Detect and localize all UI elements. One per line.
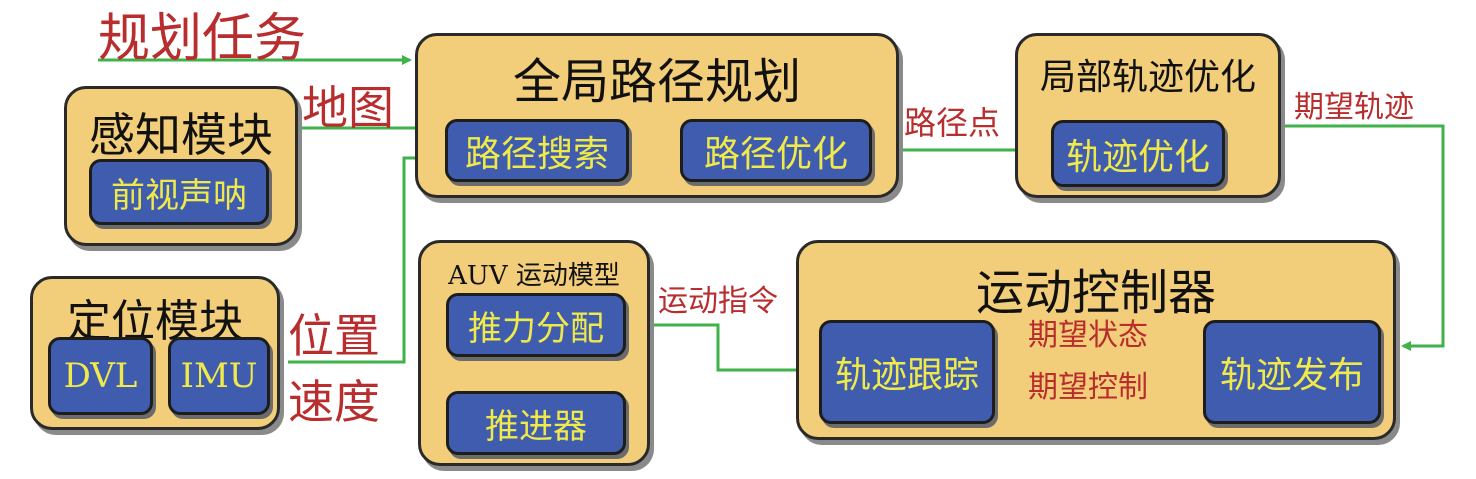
perception-module-box: 感知模块 前视声呐 bbox=[64, 86, 298, 246]
path-optimization-block: 路径优化 bbox=[680, 119, 872, 182]
position-label: 位置 bbox=[288, 309, 380, 363]
waypoints-label: 路径点 bbox=[904, 104, 1001, 142]
auv-motion-model-title: AUV 运动模型 bbox=[448, 261, 620, 291]
expected-trajectory-label: 期望轨迹 bbox=[1294, 90, 1414, 125]
auv-motion-model-box: AUV 运动模型 推力分配 推进器 bbox=[418, 240, 650, 466]
planning-task-label: 规划任务 bbox=[98, 9, 307, 69]
motion-command-label: 运动指令 bbox=[658, 284, 778, 319]
trajectory-optimization-block: 轨迹优化 bbox=[1051, 120, 1225, 187]
global-path-planning-title: 全局路径规划 bbox=[512, 54, 801, 110]
map-label: 地图 bbox=[302, 81, 394, 135]
trajectory-publish-block: 轨迹发布 bbox=[1203, 320, 1381, 424]
local-trajectory-optimization-box: 局部轨迹优化 轨迹优化 bbox=[1015, 33, 1281, 198]
thruster-block: 推进器 bbox=[446, 391, 626, 455]
perception-module-title: 感知模块 bbox=[89, 108, 273, 162]
path-search-block: 路径搜索 bbox=[445, 119, 629, 182]
thrust-allocation-block: 推力分配 bbox=[446, 293, 626, 357]
global-path-planning-box: 全局路径规划 路径搜索 路径优化 bbox=[415, 33, 899, 198]
local-trajectory-optimization-title: 局部轨迹优化 bbox=[1039, 57, 1256, 98]
arrow-local-to-controller bbox=[1282, 124, 1445, 351]
imu-block: IMU bbox=[168, 337, 270, 415]
arrow-tracking-to-thrust bbox=[621, 320, 818, 372]
forward-looking-sonar-block: 前视声呐 bbox=[89, 159, 269, 225]
expected-state-label: 期望状态 bbox=[1028, 318, 1148, 353]
localization-module-box: 定位模块 DVL IMU bbox=[30, 276, 280, 430]
expected-control-label: 期望控制 bbox=[1028, 370, 1148, 405]
motion-controller-title: 运动控制器 bbox=[975, 265, 1216, 321]
motion-controller-box: 运动控制器 轨迹跟踪 轨迹发布 bbox=[796, 240, 1396, 440]
trajectory-tracking-block: 轨迹跟踪 bbox=[819, 320, 995, 424]
dvl-block: DVL bbox=[48, 337, 153, 415]
velocity-label: 速度 bbox=[288, 375, 380, 429]
